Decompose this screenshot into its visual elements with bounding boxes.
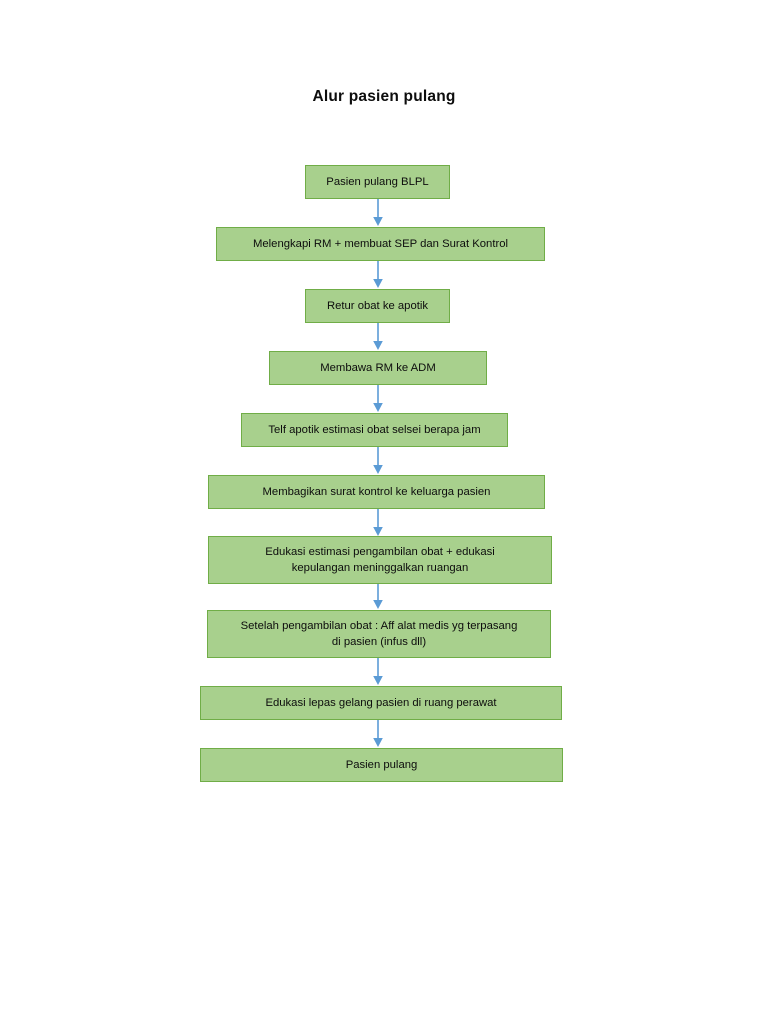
flow-connector-4-5 [370,385,386,413]
flow-connector-5-6 [370,447,386,475]
flow-node-6[interactable]: Membagikan surat kontrol ke keluarga pas… [208,475,545,509]
flow-node-3[interactable]: Retur obat ke apotik [305,289,450,323]
flow-node-4-label: Membawa RM ke ADM [320,362,436,374]
flow-node-8-label: Setelah pengambilan obat : Aff alat medi… [240,620,518,648]
flow-node-7[interactable]: Edukasi estimasi pengambilan obat + eduk… [208,536,552,584]
flow-node-5-label: Telf apotik estimasi obat selsei berapa … [268,424,481,436]
page-title: Alur pasien pulang [312,88,456,105]
flow-connector-9-10 [370,720,386,748]
flow-connector-1-2 [370,199,386,227]
flow-connector-8-9 [370,658,386,686]
flow-node-6-label: Membagikan surat kontrol ke keluarga pas… [262,486,491,498]
flow-node-3-label: Retur obat ke apotik [326,300,429,312]
flow-node-5[interactable]: Telf apotik estimasi obat selsei berapa … [241,413,508,447]
flow-node-8[interactable]: Setelah pengambilan obat : Aff alat medi… [207,610,551,658]
flow-connector-3-4 [370,323,386,351]
flow-node-7-label: Edukasi estimasi pengambilan obat + eduk… [265,546,495,574]
flow-connector-7-8 [370,584,386,610]
flow-node-9[interactable]: Edukasi lepas gelang pasien di ruang per… [200,686,562,720]
flow-connector-2-3 [370,261,386,289]
flow-node-2[interactable]: Melengkapi RM + membuat SEP dan Surat Ko… [216,227,545,261]
flow-connector-6-7 [370,509,386,537]
flow-node-2-label: Melengkapi RM + membuat SEP dan Surat Ko… [252,238,509,250]
flow-node-9-label: Edukasi lepas gelang pasien di ruang per… [265,697,497,709]
flow-node-4[interactable]: Membawa RM ke ADM [269,351,487,385]
flow-node-1-label: Pasien pulang BLPL [326,176,429,188]
flow-node-10[interactable]: Pasien pulang [200,748,563,782]
flow-node-1[interactable]: Pasien pulang BLPL [305,165,450,199]
flow-node-10-label: Pasien pulang [345,759,418,771]
